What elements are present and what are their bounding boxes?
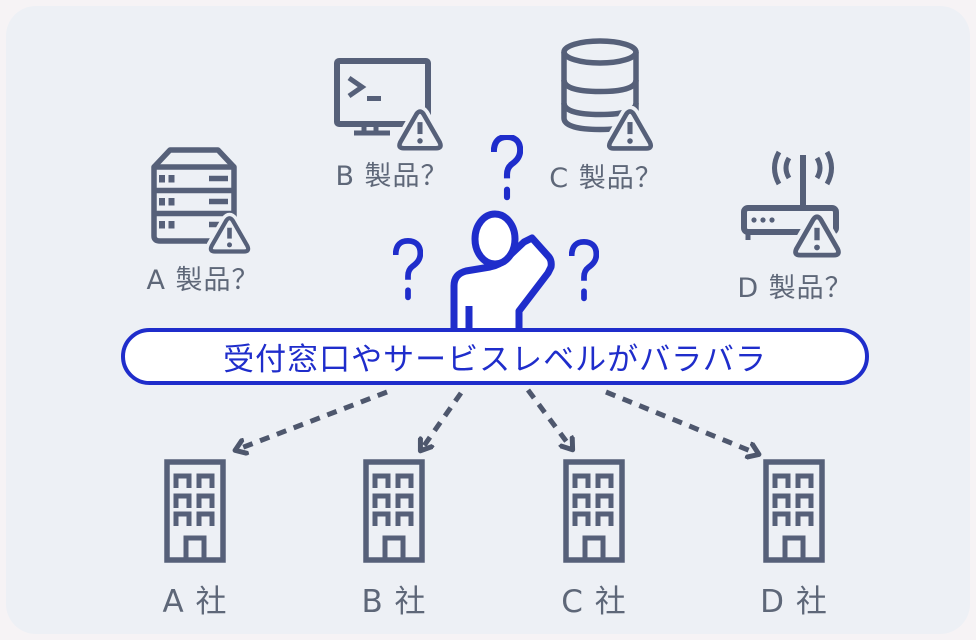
product-b-label: B 製品？ xyxy=(335,161,449,192)
company-d-label: D 社 xyxy=(760,584,828,620)
server-rack-icon xyxy=(151,147,255,258)
warning-triangle-icon xyxy=(796,217,839,255)
arrow-to-company-b xyxy=(421,391,464,450)
office-building-icon xyxy=(563,459,625,563)
office-building-icon xyxy=(363,459,425,563)
arrow-to-company-a xyxy=(236,389,388,450)
product-a-label: A 製品？ xyxy=(146,265,260,296)
arrow-to-company-d xyxy=(605,389,758,454)
product-c-label: C 製品？ xyxy=(549,163,663,194)
question-mark-icon xyxy=(396,241,421,297)
person-scratching-head-icon xyxy=(386,128,606,340)
company-a-label: A 社 xyxy=(162,584,228,620)
problem-banner: 受付窓口やサービスレベルがバラバラ xyxy=(121,328,869,385)
illustration-card: A 製品？ B 製品？ C 製品？ xyxy=(6,6,970,634)
office-building-icon xyxy=(164,459,226,563)
product-d-label: D 製品？ xyxy=(737,273,853,304)
terminal-monitor-icon xyxy=(334,58,450,154)
wifi-router-icon xyxy=(741,150,846,262)
question-mark-icon xyxy=(572,242,597,298)
question-mark-icon xyxy=(494,137,520,197)
problem-banner-text: 受付窓口やサービスレベルがバラバラ xyxy=(223,342,767,378)
company-b-label: B 社 xyxy=(361,584,427,620)
office-building-icon xyxy=(763,459,825,563)
warning-triangle-icon xyxy=(609,111,650,148)
arrow-to-company-c xyxy=(525,388,572,449)
dashed-arrows xyxy=(166,388,846,464)
database-icon xyxy=(561,38,662,154)
company-c-label: C 社 xyxy=(561,584,627,620)
